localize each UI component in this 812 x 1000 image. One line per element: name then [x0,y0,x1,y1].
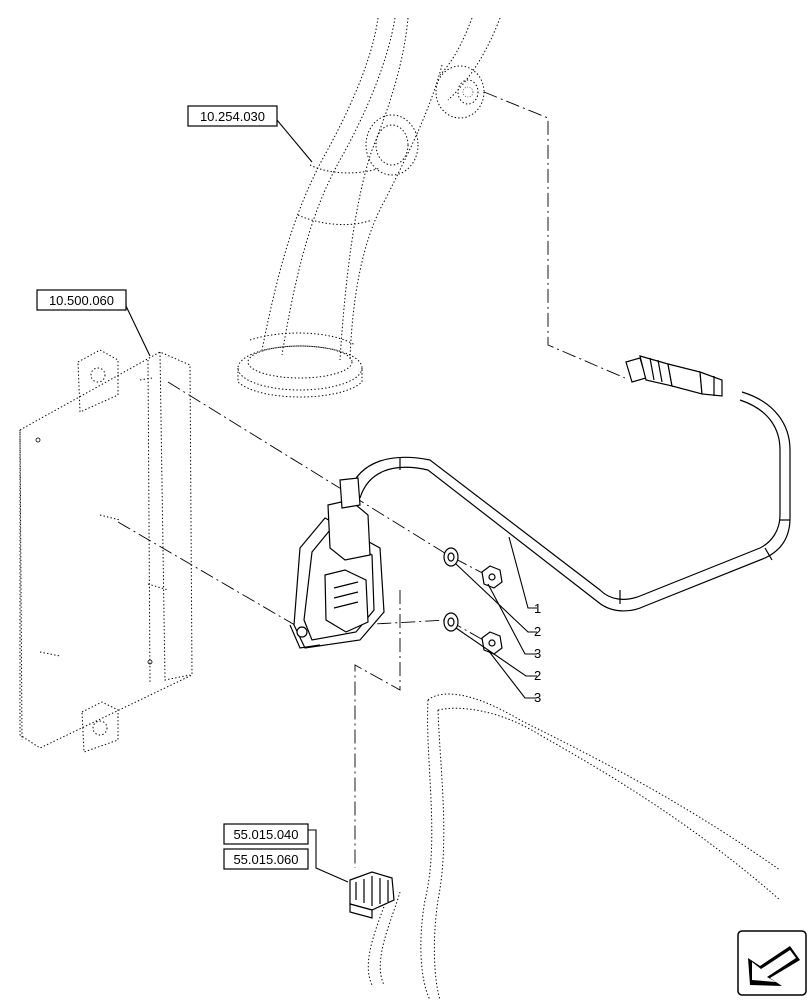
nut-upper[interactable] [481,565,503,589]
fasteners [443,547,503,655]
harness-connector[interactable] [349,871,395,919]
nut-lower[interactable] [481,631,503,655]
leader-lines [125,119,537,883]
ref-connector-b[interactable]: 55.015.060 [223,848,309,870]
ref-exhaust-pipe[interactable]: 10.254.030 [187,105,278,127]
ref-exhaust-pipe-label: 10.254.030 [200,109,265,124]
washer-lower[interactable] [443,612,459,632]
callout-item-1: 1 [534,601,541,616]
nox-sensor-probe[interactable] [625,355,723,397]
mounting-bracket [19,349,193,753]
sensor-cable[interactable] [349,391,791,612]
wiring-harness [367,693,781,1000]
ref-bracket[interactable]: 10.500.060 [36,289,127,311]
callout-item-2-lower: 2 [534,668,541,683]
washer-upper[interactable] [443,547,459,567]
exhaust-pipe [237,17,501,398]
ref-bracket-label: 10.500.060 [49,293,114,308]
ref-connector-b-label: 55.015.060 [233,852,298,867]
ref-connector-a[interactable]: 55.015.040 [223,823,309,845]
centre-lines [117,91,626,868]
callout-item-3-lower: 3 [534,690,541,705]
callout-item-3-upper: 3 [534,646,541,661]
nox-control-module[interactable] [289,477,385,649]
callout-item-2-upper: 2 [534,624,541,639]
view-direction-arrow-icon [737,930,807,996]
ref-connector-a-label: 55.015.040 [233,827,298,842]
